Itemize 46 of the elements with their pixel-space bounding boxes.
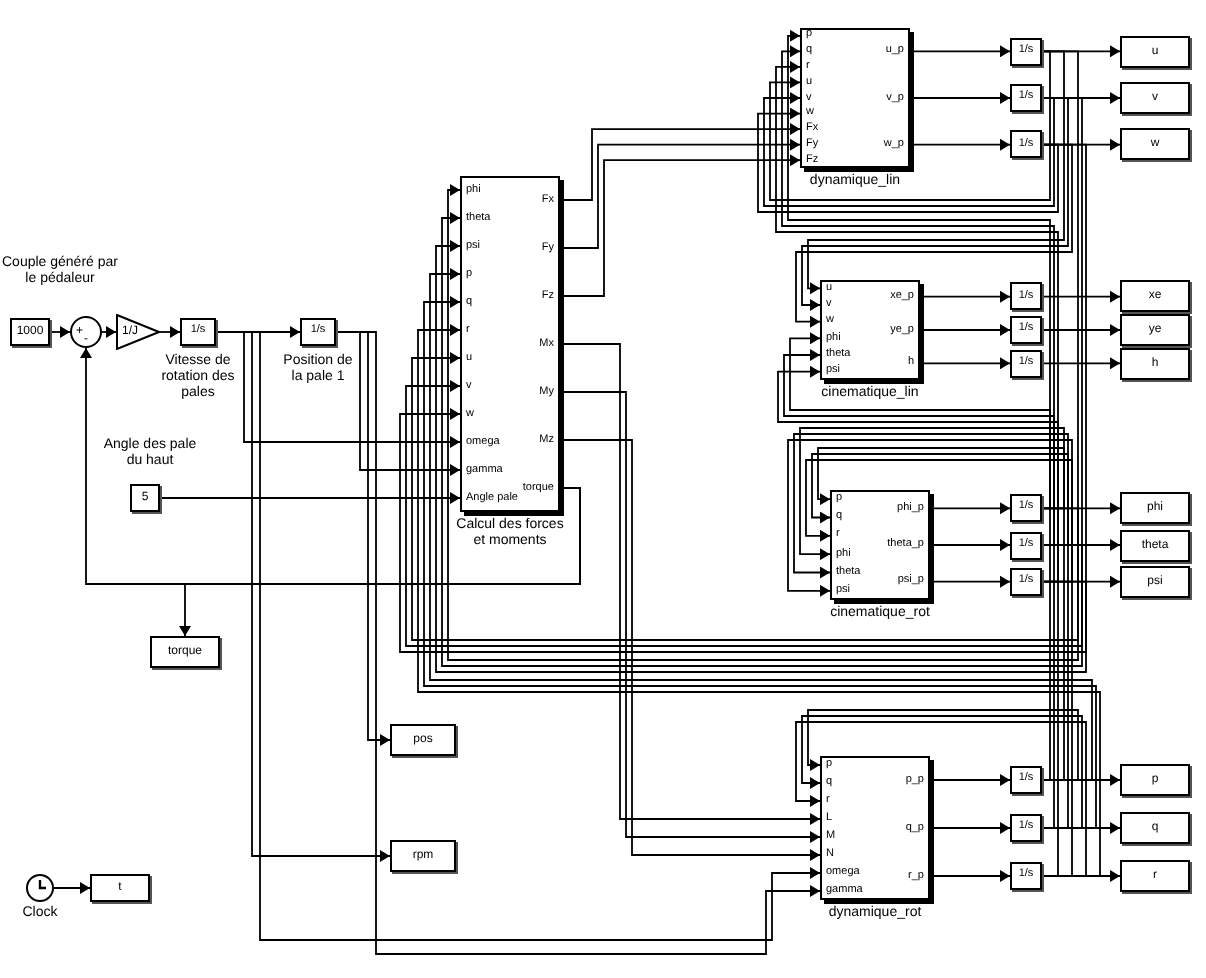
signal-arrow bbox=[807, 50, 1065, 295]
signal-arrow bbox=[101, 326, 117, 338]
signal-arrow bbox=[1041, 357, 1121, 370]
signal-arrow bbox=[559, 123, 801, 201]
signal-arrow bbox=[1041, 324, 1121, 336]
signal-arrow bbox=[909, 45, 1011, 58]
signal-arrow bbox=[53, 882, 91, 894]
signal-arrow bbox=[769, 50, 1051, 201]
signal-arrow bbox=[929, 870, 1011, 882]
signal-arrow bbox=[793, 433, 1069, 579]
signal-arrow bbox=[801, 715, 1083, 829]
signal-arrow bbox=[559, 138, 801, 249]
clock-icon bbox=[26, 874, 54, 902]
signal-arrow bbox=[909, 138, 1011, 151]
signal-arrow bbox=[929, 539, 1011, 551]
signal-arrow bbox=[909, 92, 1011, 104]
signal-arrow bbox=[807, 709, 1079, 781]
signal-arrow bbox=[49, 326, 71, 338]
signal-arrow bbox=[817, 447, 1065, 781]
signal-arrow bbox=[799, 427, 1065, 561]
signal-arrow bbox=[795, 143, 1073, 328]
subsystem-block bbox=[830, 490, 930, 600]
signal-arrow bbox=[801, 97, 1069, 311]
subsystem-block bbox=[820, 280, 920, 380]
signal-arrow bbox=[919, 324, 1011, 336]
signal-arrow bbox=[787, 439, 1073, 597]
signal-arrow bbox=[805, 459, 1073, 877]
subsystem-block bbox=[800, 28, 910, 168]
signal-arrow bbox=[1041, 290, 1121, 303]
signal-arrow bbox=[757, 107, 1059, 213]
signal-arrow bbox=[919, 357, 1011, 370]
signal-arrow bbox=[559, 154, 801, 297]
signal-arrow bbox=[929, 822, 1011, 834]
sum-junction bbox=[70, 316, 102, 348]
signal-arrow bbox=[159, 492, 461, 504]
signal-arrow bbox=[179, 487, 581, 637]
signal-arrow bbox=[763, 92, 1055, 207]
signal-arrow bbox=[919, 290, 1011, 303]
signal-arrow bbox=[929, 575, 1011, 588]
signal-arrow bbox=[795, 721, 1087, 877]
signal-arrow bbox=[811, 453, 1069, 829]
signal-arrow bbox=[929, 502, 1011, 515]
subsystem-block bbox=[460, 176, 560, 512]
signal-arrow bbox=[929, 774, 1011, 786]
subsystem-block bbox=[820, 756, 930, 900]
signal-arrow bbox=[159, 326, 181, 338]
